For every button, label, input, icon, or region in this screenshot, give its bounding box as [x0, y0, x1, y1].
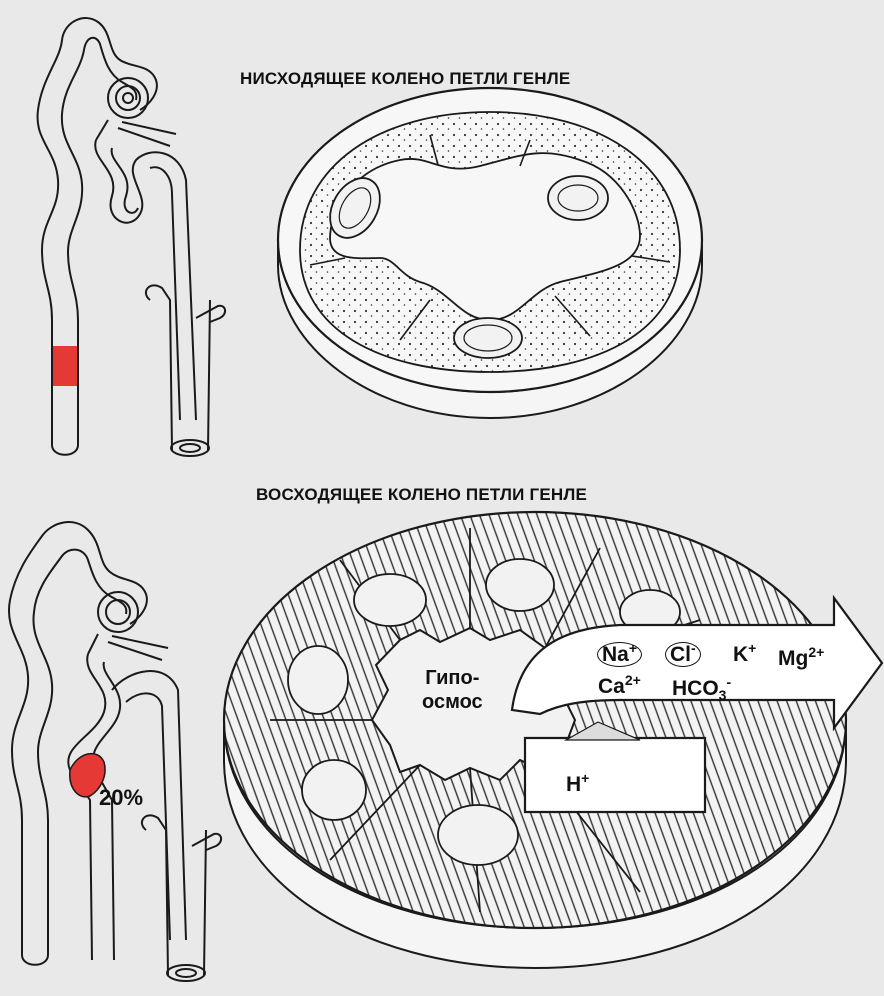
ion-calcium-symbol: Ca: [598, 675, 625, 698]
ion-bicarbonate: HCO3-: [672, 674, 731, 703]
percent-reabsorption-label: 20%: [99, 785, 143, 811]
ion-magnesium: Mg2+: [778, 644, 824, 671]
ion-chloride: Cl-: [665, 640, 701, 667]
ion-hydrogen-charge: +: [581, 770, 589, 786]
proton-influx-arrow: [525, 738, 705, 812]
ion-potassium: K+: [733, 640, 756, 667]
ion-calcium: Ca2+: [598, 672, 641, 699]
ion-sodium-charge: +: [629, 640, 637, 656]
ion-sodium-symbol: Na: [602, 643, 629, 666]
ion-chloride-charge: -: [691, 640, 696, 656]
ion-bicarbonate-charge: -: [726, 674, 731, 690]
ion-calcium-charge: 2+: [625, 672, 641, 688]
ion-hydrogen-symbol: H: [566, 773, 581, 796]
ion-bicarbonate-symbol: HCO: [672, 677, 719, 700]
nephron-diagram-top: [38, 18, 226, 456]
highlight-descending-segment: [53, 346, 77, 386]
ion-chloride-symbol: Cl: [670, 643, 691, 666]
ion-sodium: Na+: [597, 640, 642, 667]
descending-limb-title: НИСХОДЯЩЕЕ КОЛЕНО ПЕТЛИ ГЕНЛЕ: [240, 69, 570, 89]
lumen-label-line1: Гипо-: [422, 666, 483, 690]
nephron-diagram-bottom: [9, 522, 221, 981]
ion-magnesium-symbol: Mg: [778, 647, 808, 670]
descending-limb-cross-section: [278, 88, 702, 418]
lumen-label-line2: осмос: [422, 690, 483, 714]
ion-magnesium-charge: 2+: [808, 644, 824, 660]
ion-potassium-charge: +: [748, 640, 756, 656]
ion-potassium-symbol: K: [733, 643, 748, 666]
ion-hydrogen: H+: [566, 770, 589, 797]
ion-sodium-circle: Na+: [597, 642, 642, 667]
ion-chloride-circle: Cl-: [665, 642, 701, 667]
lumen-osmolarity-label: Гипо- осмос: [422, 666, 483, 714]
ascending-limb-title: ВОСХОДЯЩЕЕ КОЛЕНО ПЕТЛИ ГЕНЛЕ: [256, 485, 587, 505]
